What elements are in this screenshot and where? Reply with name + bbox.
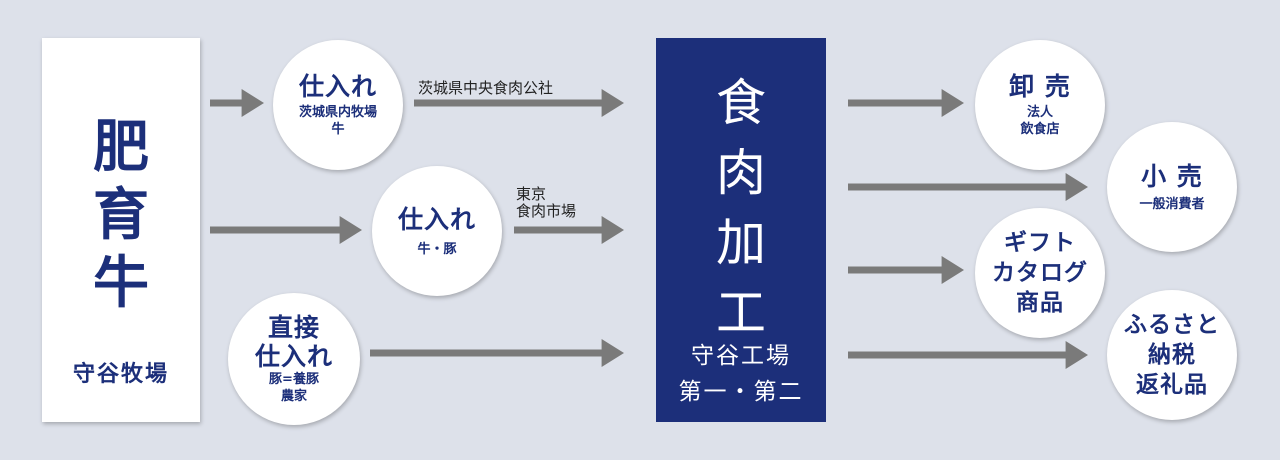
purchase-1-sub-line: 牛 — [331, 122, 345, 137]
factory-subtitle: 守谷工場 第一・第二 — [656, 338, 826, 410]
outlet-furusato-circle: ふるさと 納税 返礼品 — [1107, 290, 1237, 420]
factory-title: 食 肉 加 工 — [656, 68, 826, 348]
purchase-3-title-line: 仕入れ — [254, 342, 333, 371]
outlet-retail-sub-line: 一般消費者 — [1139, 196, 1205, 212]
factory-title-char: 肉 — [716, 144, 766, 202]
factory-box: 食 肉 加 工 守谷工場 第一・第二 — [656, 38, 826, 422]
purchase-1-sub: 茨城県内牧場 牛 — [299, 104, 377, 138]
outlet-wholesale-circle: 卸 売 法人 飲食店 — [975, 40, 1105, 170]
factory-subtitle-line: 第一・第二 — [678, 379, 804, 405]
purchase-circle-1: 仕入れ 茨城県内牧場 牛 — [273, 40, 403, 170]
outlet-wholesale-sub-line: 飲食店 — [1020, 122, 1060, 137]
factory-title-char: 加 — [716, 214, 766, 272]
outlet-wholesale-sub-line: 法人 — [1026, 105, 1053, 120]
factory-title-char: 工 — [716, 284, 766, 342]
purchase-2-title: 仕入れ — [397, 204, 476, 234]
outlet-retail-title: 小 売 — [1141, 161, 1203, 191]
outlet-gift-title-line: 商品 — [1016, 289, 1064, 316]
purchase-3-sub: 豚=養豚 農家 — [269, 371, 319, 405]
route-label-middle-line: 食肉市場 — [516, 202, 577, 220]
outlet-gift-title: ギフト カタログ 商品 — [992, 228, 1088, 318]
source-box: 肥 育 牛 守谷牧場 — [42, 38, 200, 422]
route-label-middle: 東京 食肉市場 — [516, 186, 576, 220]
outlet-furusato-title: ふるさと 納税 返礼品 — [1124, 310, 1220, 400]
route-label-middle-line: 東京 — [516, 185, 547, 203]
purchase-1-sub-line: 茨城県内牧場 — [298, 105, 377, 120]
outlet-retail-circle: 小 売 一般消費者 — [1107, 122, 1237, 252]
outlet-gift-circle: ギフト カタログ 商品 — [975, 208, 1105, 338]
purchase-2-sub-line: 牛・豚 — [417, 241, 457, 257]
outlet-furusato-title-line: ふるさと — [1124, 311, 1220, 338]
outlet-gift-title-line: カタログ — [992, 259, 1088, 286]
factory-title-char: 食 — [716, 74, 766, 132]
purchase-1-title: 仕入れ — [298, 72, 377, 101]
factory-subtitle-line: 守谷工場 — [691, 343, 791, 369]
purchase-3-title: 直接 仕入れ — [255, 313, 333, 371]
source-title-char: 育 — [93, 182, 149, 248]
source-subtitle: 守谷牧場 — [72, 361, 169, 387]
outlet-furusato-title-line: 返礼品 — [1136, 371, 1208, 398]
purchase-circle-2: 仕入れ 牛・豚 — [372, 166, 502, 296]
source-title-char: 牛 — [93, 250, 149, 316]
purchase-3-sub-line: 豚=養豚 — [269, 372, 319, 387]
route-label-top: 茨城県中央食肉公社 — [418, 79, 554, 97]
outlet-retail-sub: 一般消費者 — [1139, 196, 1204, 213]
source-title-char: 肥 — [93, 114, 149, 180]
purchase-3-title-line: 直接 — [267, 313, 320, 342]
purchase-circle-3: 直接 仕入れ 豚=養豚 農家 — [228, 293, 360, 425]
outlet-furusato-title-line: 納税 — [1148, 341, 1196, 368]
outlet-gift-title-line: ギフト — [1004, 229, 1076, 256]
source-title: 肥 育 牛 — [42, 113, 200, 317]
outlet-wholesale-sub: 法人 飲食店 — [1020, 104, 1059, 138]
outlet-wholesale-title: 卸 売 — [1009, 72, 1071, 101]
purchase-3-sub-line: 農家 — [280, 389, 307, 404]
purchase-2-sub: 牛・豚 — [417, 241, 456, 258]
